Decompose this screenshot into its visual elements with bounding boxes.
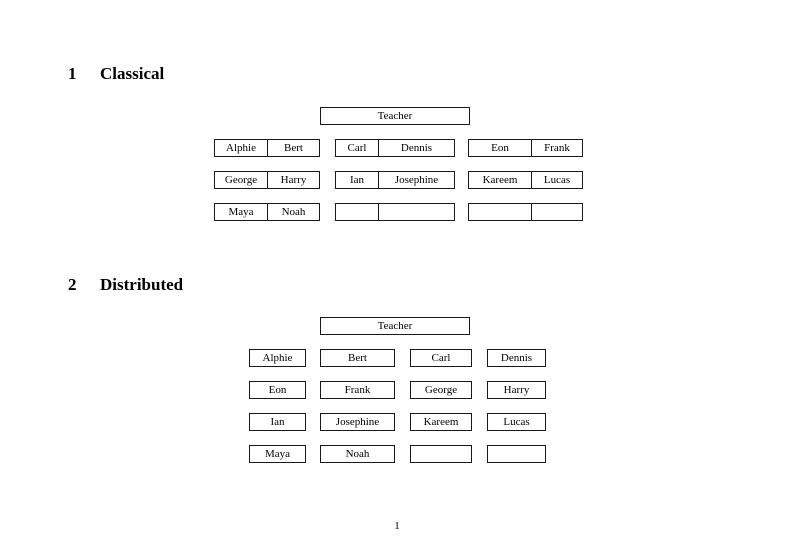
classical-group1-row2: George Harry <box>214 171 320 189</box>
distributed-box: Bert <box>320 349 395 367</box>
section-title: Distributed <box>100 275 184 294</box>
section-heading-distributed: 2 Distributed <box>68 276 183 293</box>
classical-group2-row2: Ian Josephine <box>335 171 455 189</box>
page-number: 1 <box>394 520 400 532</box>
classical-teacher-box: Teacher <box>320 107 470 125</box>
classical-group1-row3: Maya Noah <box>214 203 320 221</box>
distributed-teacher-box: Teacher <box>320 317 470 335</box>
section-title: Classical <box>100 64 165 83</box>
table-cell: Josephine <box>378 172 454 188</box>
classical-group3-row1: Eon Frank <box>468 139 583 157</box>
classical-group3-row2: Kareem Lucas <box>468 171 583 189</box>
table-cell: Kareem <box>482 174 518 186</box>
section-heading-classical: 1 Classical <box>68 65 164 82</box>
table-cell-empty <box>469 204 531 220</box>
distributed-box-empty <box>487 445 546 463</box>
table-cell: Bert <box>267 140 319 156</box>
distributed-box: Harry <box>487 381 546 399</box>
distributed-box: George <box>410 381 472 399</box>
distributed-box: Frank <box>320 381 395 399</box>
classical-group2-row1: Carl Dennis <box>335 139 455 157</box>
table-cell: Lucas <box>531 172 582 188</box>
distributed-box: Alphie <box>249 349 306 367</box>
classical-group2-row3 <box>335 203 455 221</box>
distributed-box: Noah <box>320 445 395 463</box>
table-cell: Harry <box>267 172 319 188</box>
table-cell: Maya <box>228 206 254 218</box>
distributed-box-empty <box>410 445 472 463</box>
table-cell: Noah <box>267 204 319 220</box>
section-number: 1 <box>68 64 77 83</box>
table-cell: Alphie <box>226 142 256 154</box>
table-cell: Eon <box>491 142 509 154</box>
table-cell: Carl <box>347 142 367 154</box>
table-cell: Dennis <box>378 140 454 156</box>
distributed-box: Josephine <box>320 413 395 431</box>
distributed-box: Lucas <box>487 413 546 431</box>
distributed-box: Eon <box>249 381 306 399</box>
classical-group1-row1: Alphie Bert <box>214 139 320 157</box>
distributed-box: Carl <box>410 349 472 367</box>
distributed-box: Ian <box>249 413 306 431</box>
distributed-box: Dennis <box>487 349 546 367</box>
table-cell: Ian <box>349 174 365 186</box>
distributed-box: Kareem <box>410 413 472 431</box>
classical-group3-row3 <box>468 203 583 221</box>
table-cell-empty <box>531 204 582 220</box>
section-number: 2 <box>68 275 77 294</box>
table-cell-empty <box>378 204 454 220</box>
table-cell-empty <box>336 204 378 220</box>
table-cell: Frank <box>531 140 582 156</box>
distributed-box: Maya <box>249 445 306 463</box>
table-cell: George <box>224 174 258 186</box>
